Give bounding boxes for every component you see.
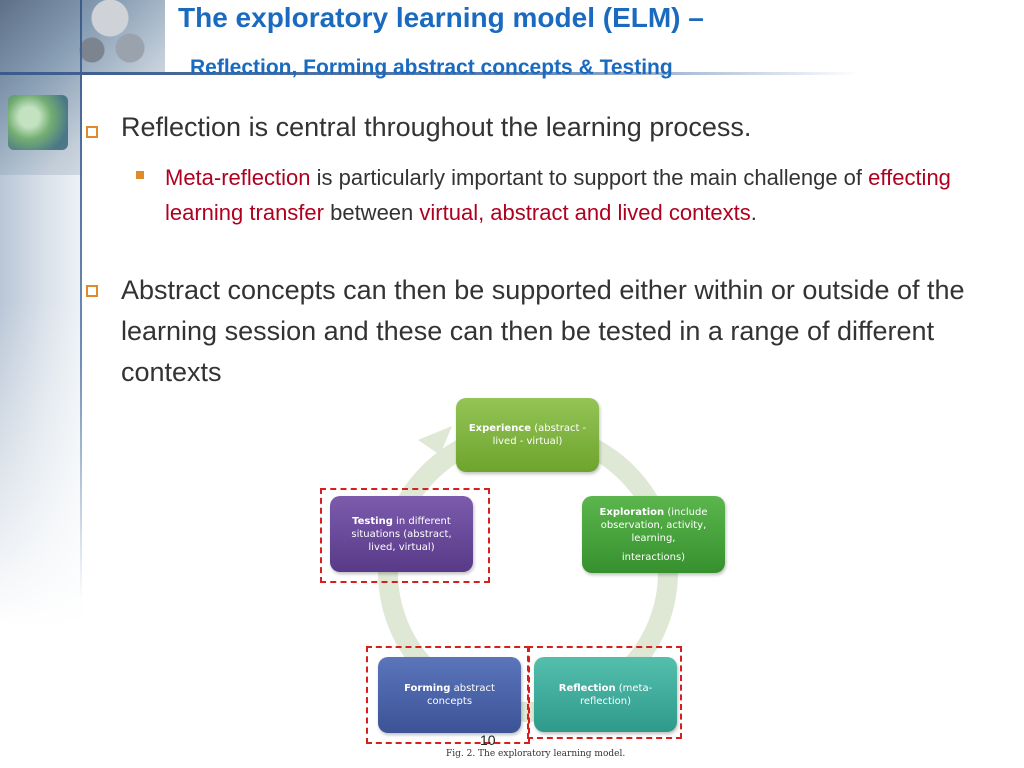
slide-subtitle: Reflection, Forming abstract concepts & … bbox=[190, 56, 673, 79]
exploration-text: Exploration (include observation, activi… bbox=[590, 506, 717, 545]
reflection-text: Reflection (meta-reflection) bbox=[542, 682, 669, 708]
testing-highlight-frame bbox=[320, 488, 490, 583]
bullet-1-text: Reflection is central throughout the lea… bbox=[121, 112, 752, 142]
corner-decorative-photo bbox=[0, 0, 165, 175]
experience-label: Experience bbox=[468, 423, 532, 434]
slide-number: 10 bbox=[480, 732, 496, 748]
bullet-2-text: Abstract concepts can then be supported … bbox=[121, 275, 965, 387]
exploration-desc-2: interactions) bbox=[621, 551, 686, 563]
strip-fade bbox=[0, 300, 82, 768]
bullet-square-icon bbox=[86, 126, 98, 138]
testing-label: Testing bbox=[352, 515, 393, 527]
cycle-arrow-head bbox=[418, 426, 452, 455]
reflection-label: Reflection bbox=[558, 682, 616, 694]
reflection-box: Reflection (meta-reflection) bbox=[534, 657, 677, 732]
exploration-label: Exploration bbox=[599, 506, 665, 518]
title-underline-rule bbox=[0, 72, 860, 75]
reflection-desc: (meta-reflection) bbox=[579, 682, 653, 707]
sub-text-c: . bbox=[750, 200, 757, 225]
bullet-square-icon bbox=[86, 285, 98, 297]
vertical-rule bbox=[80, 0, 82, 600]
testing-text: Testing in different situations (abstrac… bbox=[338, 515, 465, 554]
experience-text: Experience (abstract - lived - virtual) bbox=[464, 422, 591, 448]
testing-box: Testing in different situations (abstrac… bbox=[330, 496, 473, 572]
contexts-term: virtual, abstract and lived contexts bbox=[419, 200, 751, 225]
experience-box: Experience (abstract - lived - virtual) bbox=[456, 398, 599, 472]
figure-caption: Fig. 2. The exploratory learning model. bbox=[446, 749, 626, 759]
exploration-box: Exploration (include observation, activi… bbox=[582, 496, 725, 573]
reflection-highlight-frame bbox=[527, 646, 682, 739]
forming-label: Forming bbox=[404, 683, 451, 694]
sub-bullet-icon bbox=[136, 171, 144, 179]
sub-bullet-text: Meta-reflection is particularly importan… bbox=[165, 160, 985, 230]
forming-desc: abstract concepts bbox=[426, 683, 495, 707]
slide-title: The exploratory learning model (ELM) – bbox=[178, 2, 704, 33]
sub-text-b: between bbox=[323, 200, 420, 225]
exploration-desc: (include observation, activity, learning… bbox=[600, 506, 708, 544]
forming-box: Forming abstract concepts bbox=[378, 657, 521, 733]
sub-text-a: is particularly important to support the… bbox=[310, 165, 869, 190]
forming-highlight-frame bbox=[366, 646, 530, 744]
testing-desc: in different situations (abstract, lived… bbox=[351, 515, 452, 553]
forming-text: Forming abstract concepts bbox=[386, 682, 513, 708]
learning-transfer-term: effecting learning transfer bbox=[165, 165, 951, 225]
experience-desc: (abstract - lived - virtual) bbox=[492, 423, 587, 447]
meta-reflection-term: Meta-reflection bbox=[165, 165, 311, 190]
corner-photo-accent bbox=[8, 95, 68, 150]
